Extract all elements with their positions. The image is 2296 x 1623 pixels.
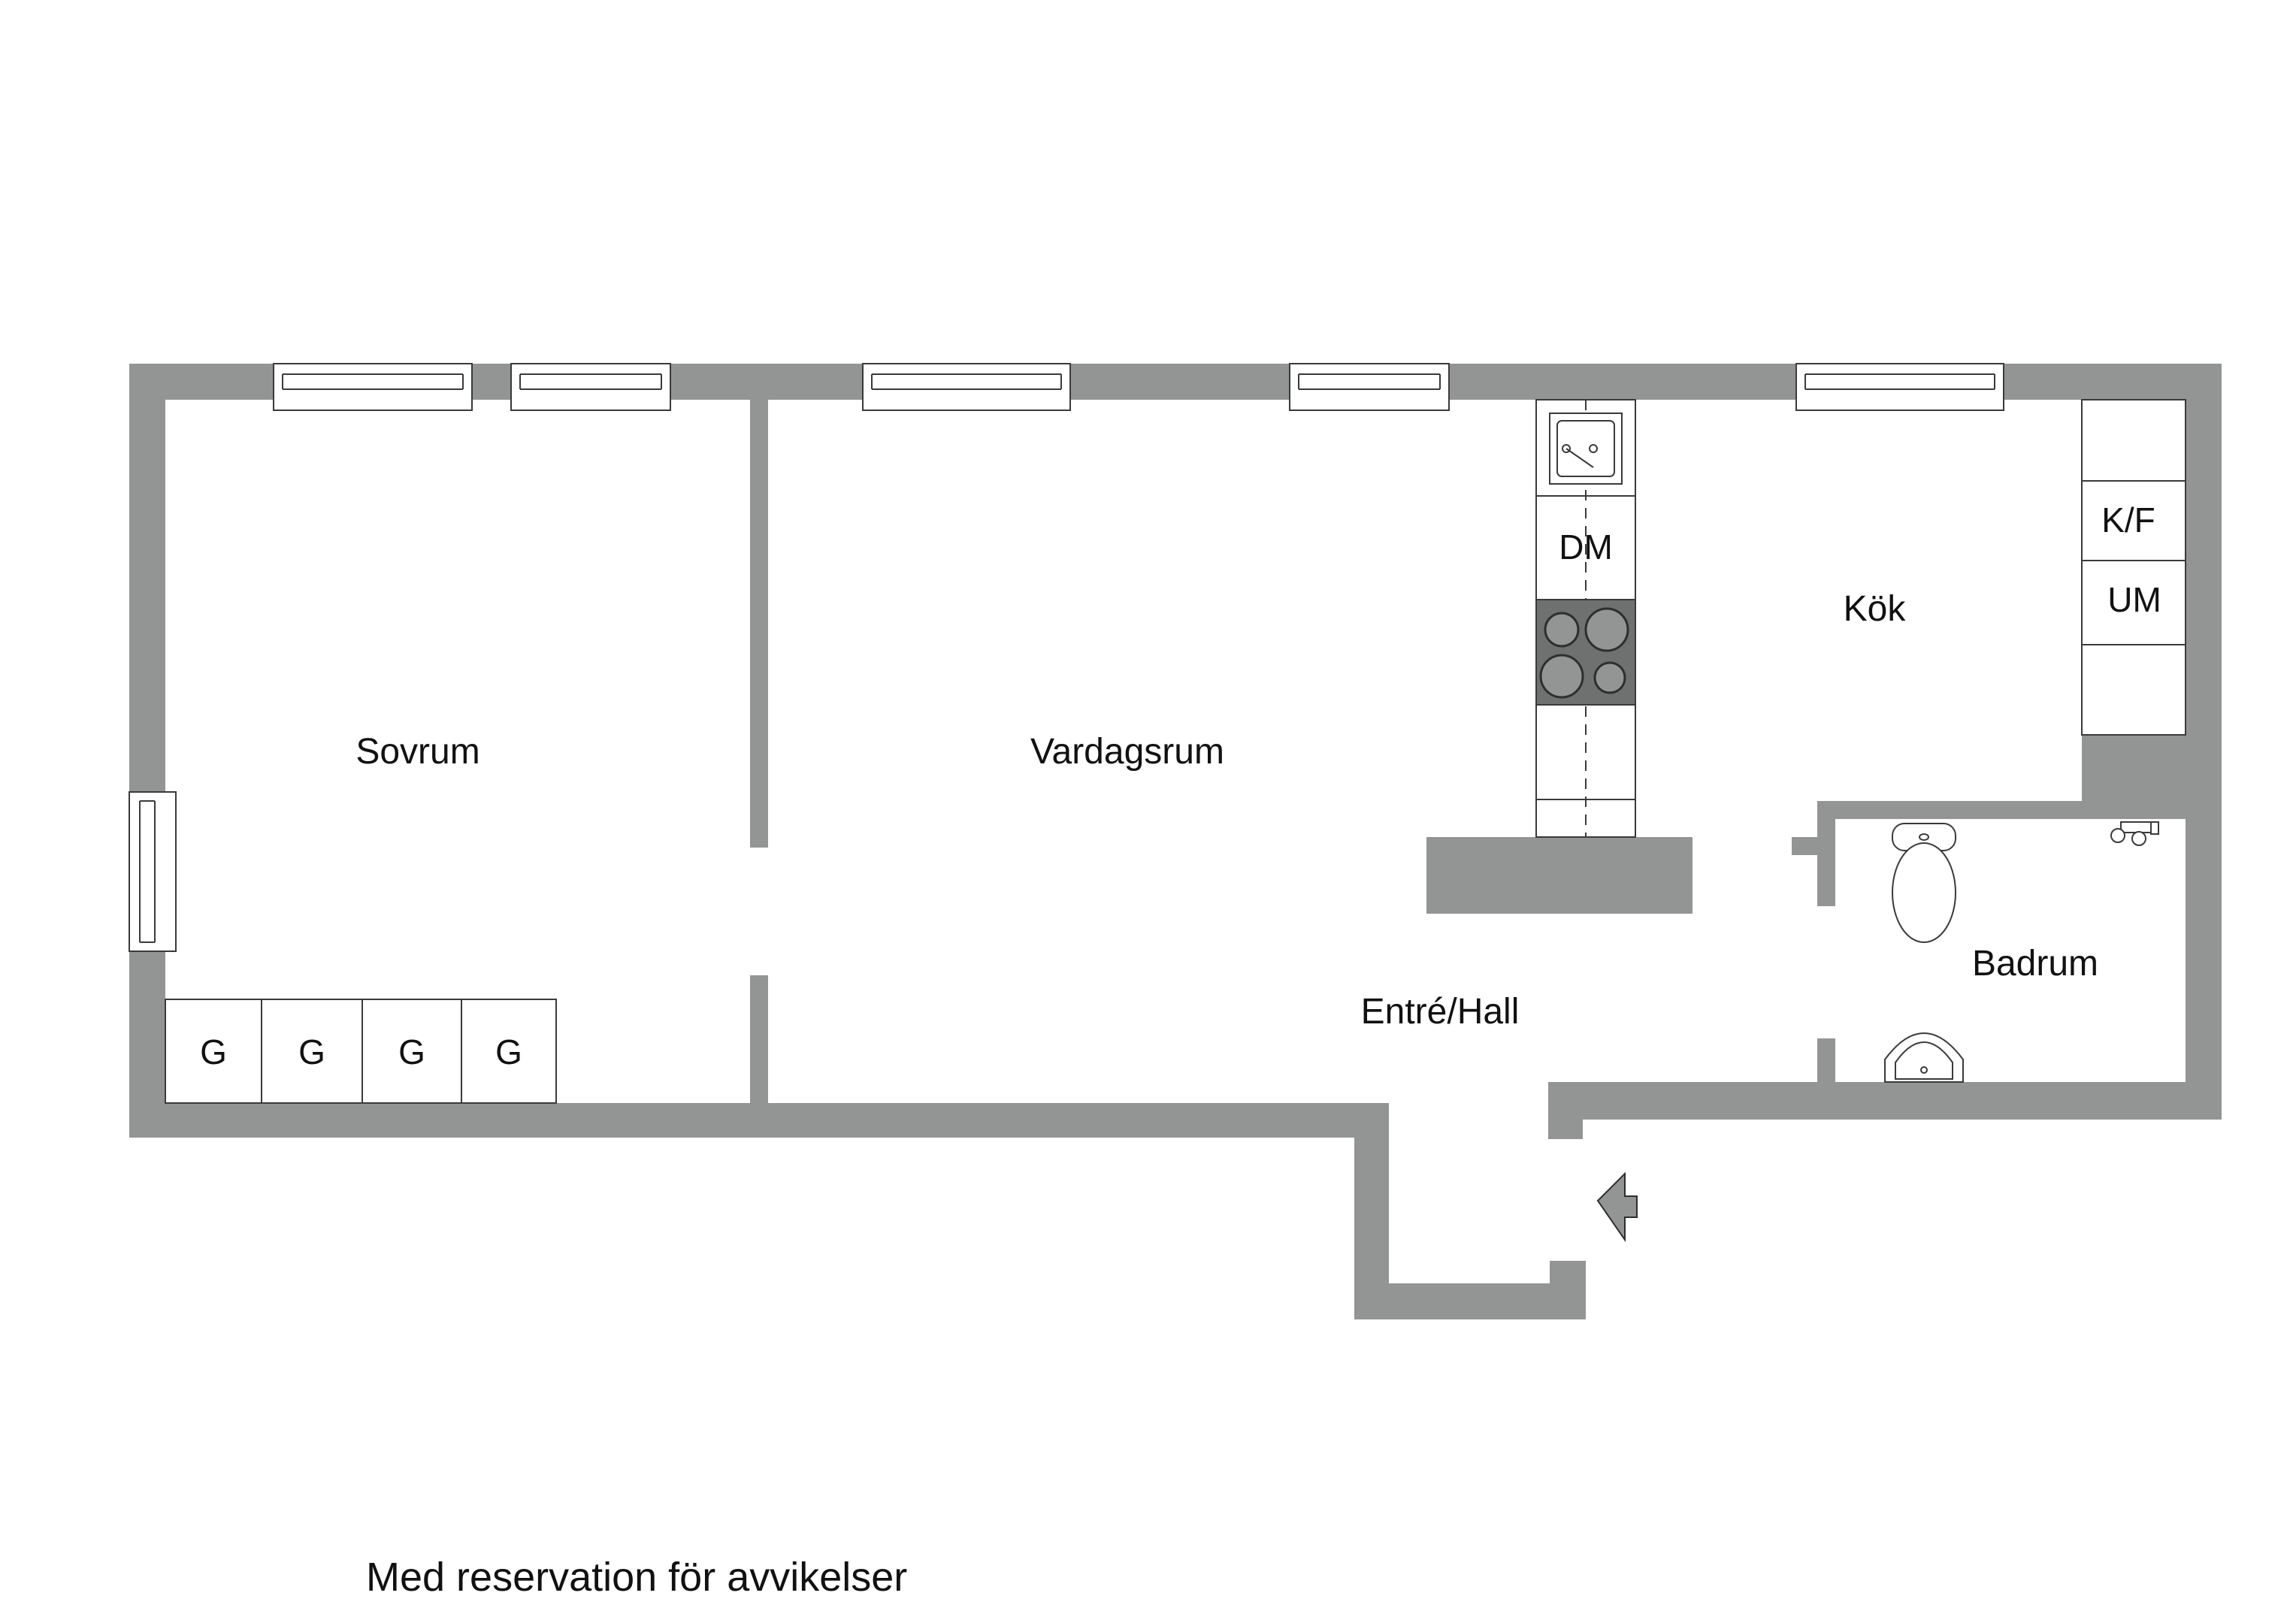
- window: [862, 363, 1071, 411]
- wardrobe-label: G: [398, 1032, 425, 1071]
- kitchen-peninsula-tab: [1668, 837, 1693, 855]
- wall-bath-left-upper: [1817, 801, 1835, 906]
- wall-partition-lower: [750, 975, 768, 1103]
- window: [1795, 363, 2004, 411]
- wall-vestibule-right: [1550, 1261, 1586, 1319]
- wall-bottom-left: [129, 1103, 1389, 1138]
- wall-bath-door-stub: [1792, 837, 1817, 855]
- washbasin-icon: [1884, 1032, 1964, 1083]
- toilet-icon: [1892, 823, 1956, 943]
- wardrobes: [165, 999, 557, 1104]
- wall-bottom-right: [1548, 1082, 2222, 1120]
- wall-vestibule-bottom: [1354, 1283, 1586, 1319]
- window: [510, 363, 671, 411]
- wall-bottom-right-stub: [1548, 1082, 1583, 1139]
- microwave-label: UM: [2107, 580, 2161, 619]
- wardrobe-label: G: [200, 1032, 227, 1071]
- kitchen-peninsula: [1426, 837, 1693, 914]
- window: [1289, 363, 1450, 411]
- window-side: [129, 791, 177, 952]
- wall-bath-left-lower: [1817, 1038, 1835, 1120]
- wall-bath-block: [2082, 735, 2186, 819]
- wall-left: [129, 364, 165, 1138]
- wall-right: [2186, 364, 2222, 1120]
- shower-mixer-icon: [2110, 821, 2159, 846]
- room-label-kok: Kök: [1844, 589, 1907, 629]
- wardrobe-label: G: [495, 1032, 522, 1071]
- stove-icon: [1535, 599, 1636, 706]
- wall-partition-upper: [750, 400, 768, 848]
- appliance-column: [2081, 399, 2186, 736]
- entrance-arrow-icon: [1596, 1171, 1638, 1243]
- room-label-badrum: Badrum: [1972, 944, 2098, 984]
- window: [273, 363, 473, 411]
- room-label-sovrum: Sovrum: [355, 732, 479, 772]
- disclaimer-note: Med reservation för avvikelser: [366, 1555, 908, 1600]
- room-label-entre-hall: Entré/Hall: [1361, 992, 1520, 1032]
- fridge-freezer-label: K/F: [2101, 500, 2155, 539]
- wardrobe-label: G: [298, 1032, 325, 1071]
- windows: [129, 363, 2004, 952]
- sink-icon: [1549, 413, 1623, 485]
- dishwasher-label: DM: [1559, 527, 1613, 567]
- room-label-vardagsrum: Vardagsrum: [1030, 732, 1224, 772]
